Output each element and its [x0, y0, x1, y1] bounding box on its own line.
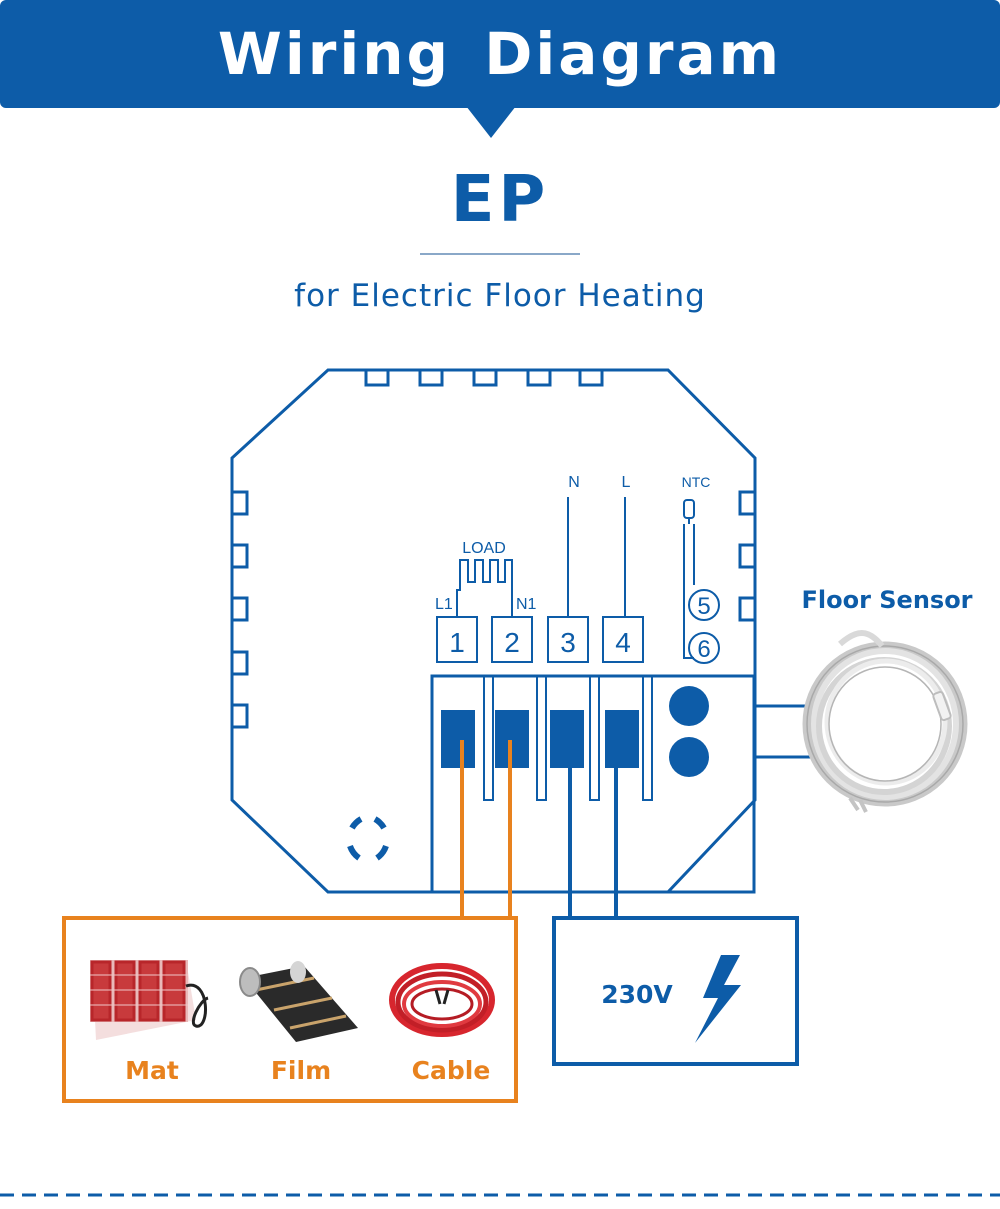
heating-cable-icon: [389, 963, 495, 1037]
ntc-label: NTC: [682, 474, 711, 490]
film-label: Film: [271, 1056, 331, 1085]
n1-label: N1: [516, 596, 537, 613]
floor-sensor-label: Floor Sensor: [801, 586, 972, 614]
l1-label: L1: [435, 596, 453, 613]
sensor-terminal-5: 5: [697, 593, 710, 620]
ntc-sensor-symbol: [683, 499, 720, 664]
right-tabs: [738, 490, 754, 622]
n-label: N: [568, 474, 580, 491]
load-label: LOAD: [462, 540, 506, 557]
mat-label: Mat: [125, 1056, 179, 1085]
page-title: Wiring Diagram: [217, 20, 783, 88]
terminal-block: [430, 674, 756, 894]
terminal-3-number: 3: [560, 627, 576, 658]
thermostat-body: [230, 368, 757, 894]
mount-ring-icon: [347, 816, 389, 861]
terminal-4-number: 4: [615, 627, 631, 658]
power-supply-box: [552, 916, 799, 1066]
subtitle: for Electric Floor Heating: [294, 278, 706, 314]
l-label: L: [622, 474, 631, 491]
divider: [420, 253, 580, 255]
heating-film-icon: [239, 961, 358, 1042]
model-name: EP: [450, 163, 550, 237]
lightning-bolt-icon: [695, 955, 741, 1043]
heating-mat-icon: [90, 960, 209, 1040]
banner-pointer: [466, 106, 516, 138]
top-tabs: [364, 371, 604, 387]
power-label: 230V: [601, 980, 673, 1009]
heating-types-box: [62, 916, 518, 1103]
terminal-1-number: 1: [449, 627, 465, 658]
header-banner: [0, 0, 1000, 108]
load-symbol: [456, 559, 513, 617]
sensor-terminal-6: 6: [697, 636, 710, 663]
terminal-number-boxes: [436, 616, 644, 663]
cable-label: Cable: [412, 1056, 491, 1085]
load-wires: [460, 740, 512, 918]
floor-sensor-cable-icon: [802, 630, 968, 813]
left-tabs: [233, 490, 249, 729]
terminal-2-number: 2: [504, 627, 520, 658]
power-wires: [568, 740, 618, 918]
